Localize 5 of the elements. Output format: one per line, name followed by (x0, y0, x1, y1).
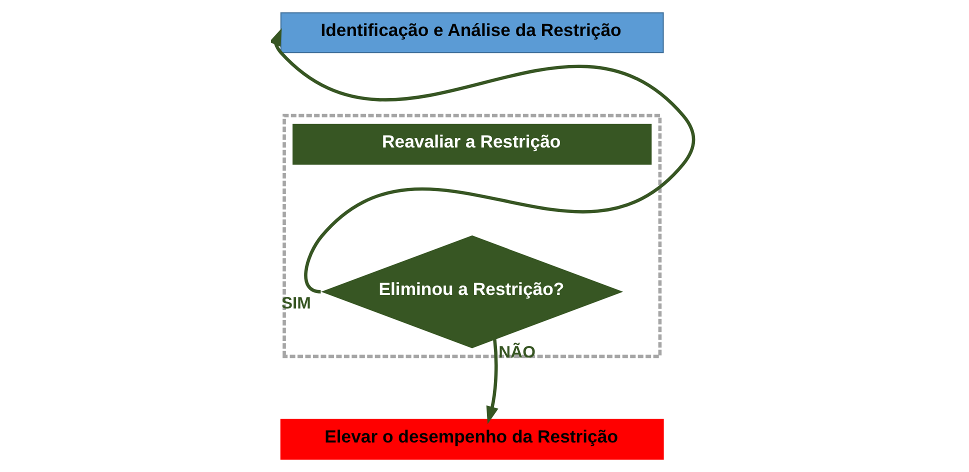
edge-label: SIM (282, 294, 311, 313)
node-box: Elevar o desempenho da Restrição (280, 418, 664, 460)
node-box: Reavaliar a Restrição (292, 124, 652, 165)
cluster (282, 114, 662, 358)
node-box: Identificação e Análise da Restrição (280, 12, 664, 54)
